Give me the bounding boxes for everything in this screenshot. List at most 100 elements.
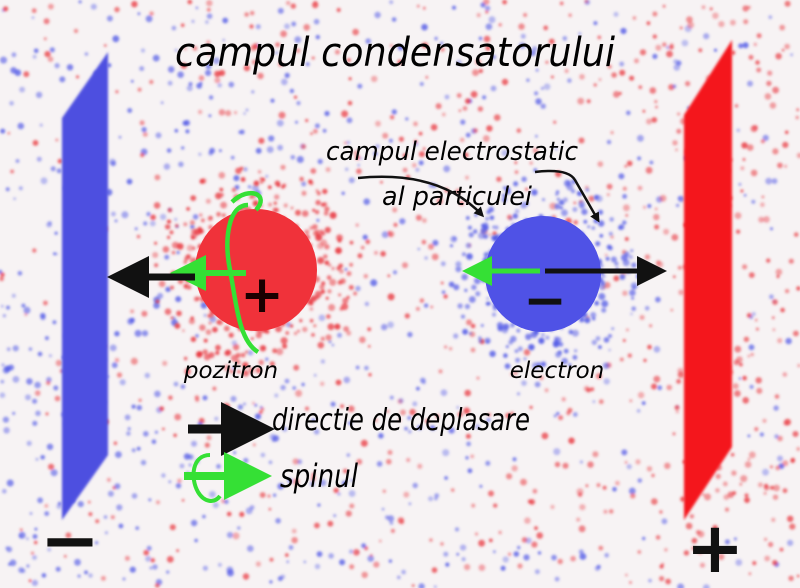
field-dot: [758, 216, 765, 223]
field-dot: [415, 167, 420, 172]
field-dot: [642, 536, 646, 541]
field-dot: [389, 115, 395, 120]
field-dot: [213, 57, 220, 65]
field-dot: [544, 388, 549, 393]
halo-dot: [485, 301, 490, 306]
halo-dot: [308, 300, 314, 306]
field-dot: [195, 334, 199, 338]
halo-dot: [242, 370, 249, 377]
field-dot: [254, 403, 258, 407]
field-dot: [387, 293, 395, 301]
field-dot: [780, 307, 785, 313]
field-dot: [265, 357, 269, 361]
field-dot: [247, 185, 252, 189]
field-dot: [492, 312, 496, 317]
field-dot: [577, 97, 585, 105]
field-dot: [150, 214, 156, 221]
field-dot: [677, 583, 685, 588]
field-dot: [154, 583, 160, 588]
field-dot: [126, 178, 133, 185]
field-dot: [768, 541, 774, 548]
field-dot: [149, 566, 153, 570]
field-dot: [576, 488, 584, 496]
field-dot: [28, 579, 32, 583]
field-dot: [112, 35, 120, 43]
halo-dot: [473, 229, 478, 234]
halo-dot: [606, 244, 612, 250]
field-dot: [161, 473, 166, 478]
field-dot: [681, 39, 689, 47]
halo-dot: [624, 251, 630, 257]
field-dot: [314, 522, 320, 529]
field-dot: [579, 553, 587, 560]
halo-dot: [309, 180, 314, 186]
field-dot: [695, 530, 701, 535]
field-dot: [586, 387, 591, 393]
field-dot: [143, 221, 148, 226]
halo-dot: [325, 334, 332, 341]
field-dot: [774, 394, 780, 399]
field-dot: [756, 387, 763, 394]
field-dot: [285, 322, 292, 328]
field-dot: [230, 395, 237, 402]
field-dot: [34, 390, 41, 396]
field-dot: [49, 47, 55, 53]
field-dot: [154, 430, 158, 434]
field-dot: [570, 555, 576, 562]
field-dot: [772, 148, 779, 155]
halo-dot: [466, 253, 473, 260]
field-dot: [416, 386, 420, 391]
field-dot: [659, 576, 665, 582]
field-dot: [348, 405, 355, 413]
field-dot: [6, 546, 13, 553]
field-dot: [537, 551, 542, 555]
field-dot: [512, 457, 517, 462]
field-dot: [179, 463, 185, 469]
halo-dot: [450, 244, 453, 248]
field-dot: [492, 231, 497, 236]
field-dot: [652, 34, 657, 39]
field-dot: [47, 547, 52, 552]
field-dot: [551, 554, 557, 561]
field-dot: [662, 4, 666, 8]
field-dot: [464, 564, 471, 571]
field-dot: [129, 566, 136, 573]
halo-dot: [293, 331, 298, 336]
field-dot: [228, 440, 235, 448]
halo-dot: [301, 190, 307, 196]
field-dot: [743, 336, 750, 342]
field-dot: [754, 318, 758, 322]
field-dot: [431, 567, 438, 573]
field-dot: [258, 410, 263, 415]
halo-dot: [328, 304, 336, 311]
field-dot: [404, 313, 410, 319]
field-dot: [224, 499, 229, 505]
field-dot: [103, 515, 108, 519]
halo-dot: [464, 303, 470, 310]
field-dot: [613, 91, 620, 98]
field-dot: [269, 580, 273, 584]
field-dot: [478, 564, 486, 571]
halo-dot: [315, 189, 319, 193]
field-dot: [422, 147, 426, 150]
field-dot: [558, 415, 564, 421]
field-dot: [796, 286, 800, 291]
field-dot: [748, 54, 754, 60]
halo-dot: [194, 296, 199, 302]
field-dot: [141, 310, 148, 317]
halo-dot: [622, 220, 627, 225]
field-dot: [485, 45, 491, 51]
field-dot: [232, 366, 236, 370]
field-dot: [753, 42, 757, 47]
field-dot: [234, 184, 240, 190]
halo-dot: [478, 232, 485, 240]
halo-dot: [320, 289, 325, 294]
halo-dot: [568, 363, 572, 367]
field-dot: [654, 100, 658, 104]
field-dot: [313, 128, 318, 134]
field-dot: [676, 128, 682, 134]
field-dot: [349, 503, 355, 509]
field-dot: [166, 556, 174, 563]
field-dot: [23, 306, 31, 314]
field-dot: [0, 379, 5, 384]
